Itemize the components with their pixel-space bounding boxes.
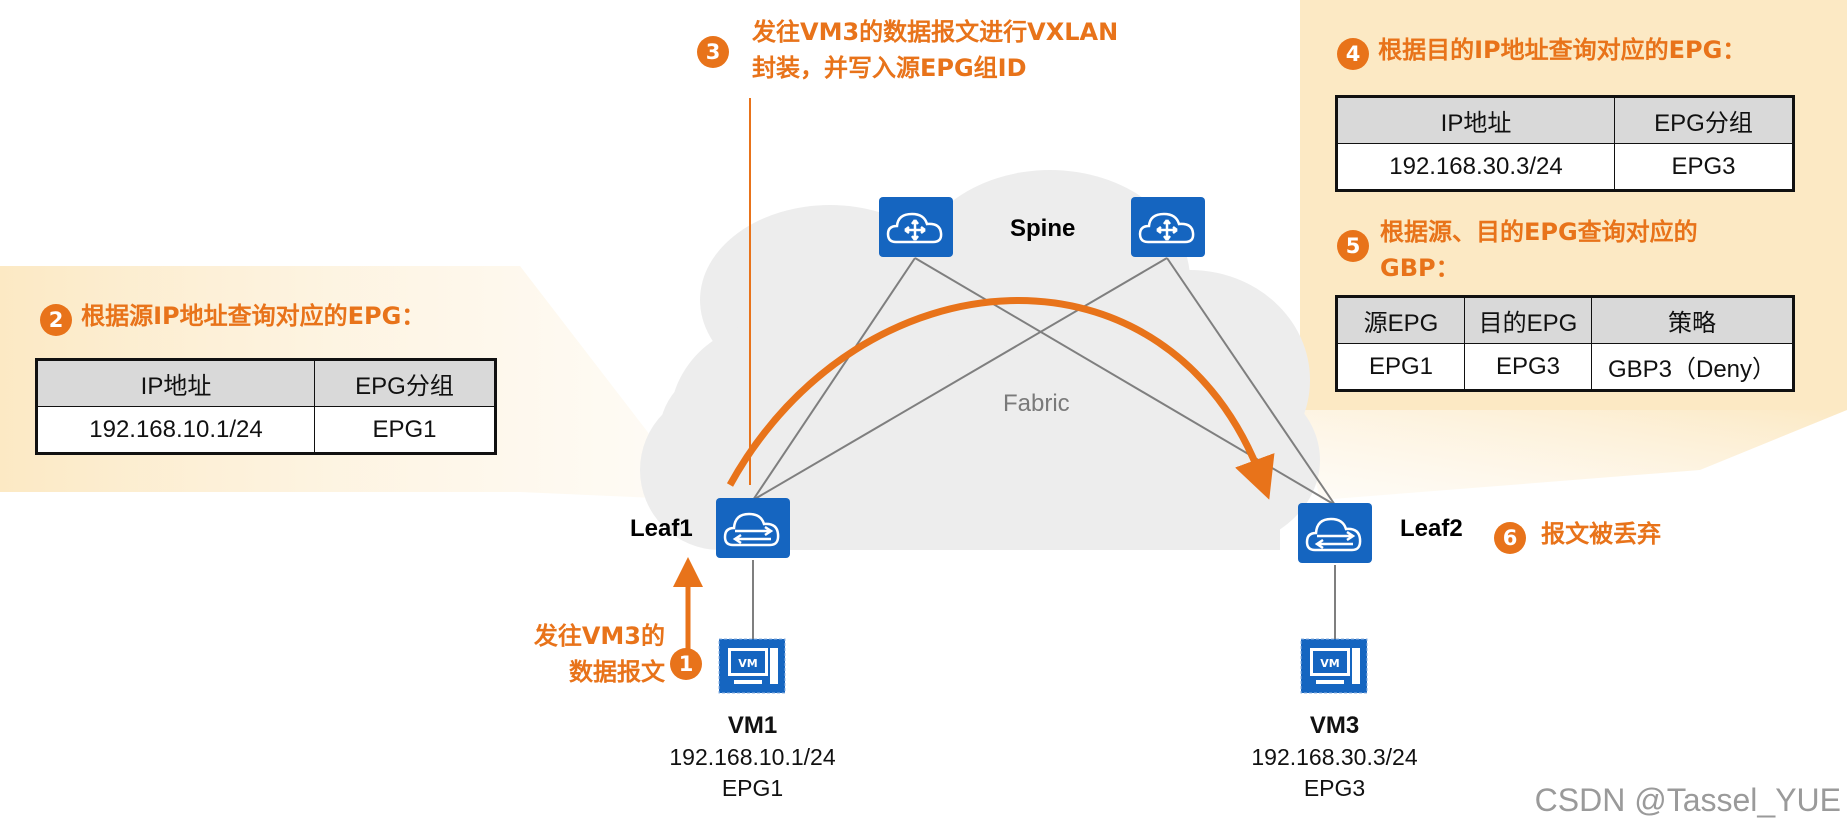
step1-line2: 数据报文 xyxy=(569,658,665,686)
gbp-cell-policy: GBP3（Deny） xyxy=(1591,343,1794,391)
src-header-ip: IP地址 xyxy=(36,359,315,407)
step1-text: 发往VM3的 数据报文 xyxy=(515,618,665,690)
src-cell-ip: 192.168.10.1/24 xyxy=(36,406,315,454)
vm3-info: VM3 192.168.30.3/24 EPG3 xyxy=(1222,712,1447,802)
table-row: EPG1 EPG3 GBP3（Deny） xyxy=(1336,343,1794,391)
vm1-server-icon[interactable]: VM xyxy=(718,638,786,694)
fabric-label: Fabric xyxy=(1003,390,1070,417)
gbp-policy-table: 源EPG 目的EPG 策略 EPG1 EPG3 GBP3（Deny） xyxy=(1335,295,1795,392)
fabric-cloud xyxy=(640,170,1320,550)
vm3-epg: EPG3 xyxy=(1303,775,1366,801)
gbp-cell-src: EPG1 xyxy=(1336,343,1465,391)
vm3-name: VM3 xyxy=(1309,712,1360,739)
dst-cell-epg: EPG3 xyxy=(1614,143,1794,191)
spine-switch-2-icon[interactable] xyxy=(1130,196,1206,258)
step4-badge: 4 xyxy=(1337,37,1369,70)
step6-header: 6 报文被丢弃 xyxy=(1494,516,1661,554)
step3-badge: 3 xyxy=(697,36,729,68)
leaf1-label: Leaf1 xyxy=(630,515,693,542)
step3-line2: 封装，并写入源EPG组ID xyxy=(752,54,1027,82)
vm1-badge: VM xyxy=(738,657,757,670)
gbp-cell-dst: EPG3 xyxy=(1464,343,1592,391)
vm1-info: VM1 192.168.10.1/24 EPG1 xyxy=(640,712,865,802)
spine-switch-1-icon[interactable] xyxy=(878,196,954,258)
step6-badge: 6 xyxy=(1494,521,1526,554)
step3-line1: 发往VM3的数据报文进行VXLAN xyxy=(752,18,1119,46)
vm3-ip: 192.168.30.3/24 xyxy=(1251,744,1418,770)
table-row: 192.168.10.1/24 EPG1 xyxy=(36,406,496,454)
table-row: 192.168.30.3/24 EPG3 xyxy=(1336,143,1794,191)
step2-text: 根据源IP地址查询对应的EPG： xyxy=(81,302,426,330)
gbp-header-policy: 策略 xyxy=(1591,296,1794,344)
spine-label: Spine xyxy=(1010,215,1076,242)
watermark: CSDN @Tassel_YUE xyxy=(1534,782,1841,818)
step1-badge: 1 xyxy=(670,648,702,680)
leaf2-switch-icon[interactable] xyxy=(1297,502,1373,564)
step5-line2: GBP： xyxy=(1380,254,1460,282)
vm3-badge: VM xyxy=(1320,657,1339,670)
leaf2-label: Leaf2 xyxy=(1400,515,1463,542)
dst-header-epg: EPG分组 xyxy=(1614,96,1794,144)
src-cell-epg: EPG1 xyxy=(314,406,496,454)
step1-line1: 发往VM3的 xyxy=(533,622,665,650)
vm1-name: VM1 xyxy=(727,712,778,739)
step2-badge: 2 xyxy=(40,303,72,336)
leaf1-switch-icon[interactable] xyxy=(715,497,791,559)
source-epg-table: IP地址 EPG分组 192.168.10.1/24 EPG1 xyxy=(35,358,497,455)
step5-text: 根据源、目的EPG查询对应的 GBP： xyxy=(1380,214,1698,286)
step5-line1: 根据源、目的EPG查询对应的 xyxy=(1380,218,1698,246)
dst-cell-ip: 192.168.30.3/24 xyxy=(1336,143,1615,191)
step4-text: 根据目的IP地址查询对应的EPG： xyxy=(1378,36,1747,64)
gbp-header-src: 源EPG xyxy=(1336,296,1465,344)
step2-header: 2 根据源IP地址查询对应的EPG： xyxy=(40,298,425,336)
step4-header: 4 根据目的IP地址查询对应的EPG： xyxy=(1337,32,1746,70)
dst-header-ip: IP地址 xyxy=(1336,96,1615,144)
step3-text: 发往VM3的数据报文进行VXLAN 封装，并写入源EPG组ID xyxy=(752,14,1118,86)
src-header-epg: EPG分组 xyxy=(314,359,496,407)
step5-badge: 5 xyxy=(1337,230,1369,262)
step6-text: 报文被丢弃 xyxy=(1541,520,1662,548)
gbp-header-dst: 目的EPG xyxy=(1464,296,1592,344)
vm3-server-icon[interactable]: VM xyxy=(1300,638,1368,694)
destination-epg-table: IP地址 EPG分组 192.168.30.3/24 EPG3 xyxy=(1335,95,1795,192)
vm1-ip: 192.168.10.1/24 xyxy=(669,744,836,770)
packet-path-arrow xyxy=(726,297,1275,500)
vm1-epg: EPG1 xyxy=(721,775,784,801)
